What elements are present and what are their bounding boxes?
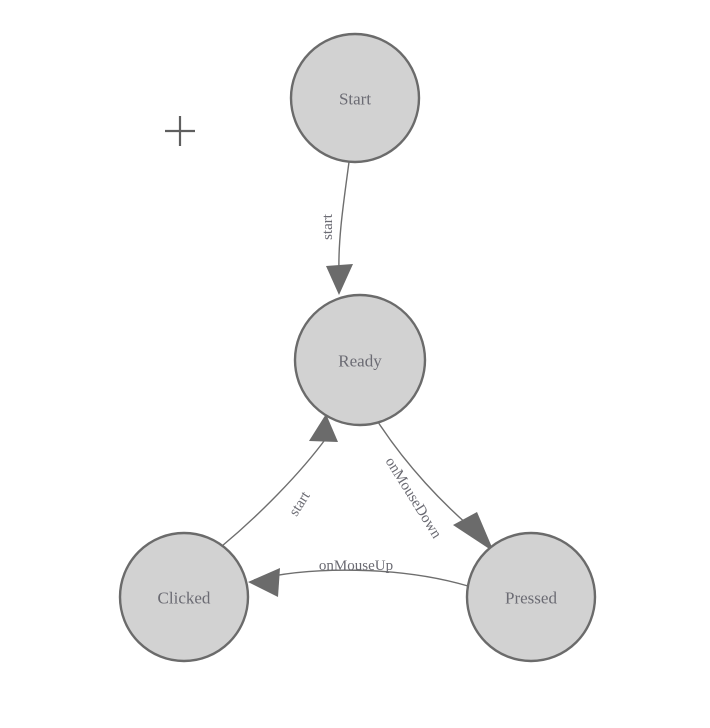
node-start[interactable]: Start — [289, 32, 421, 164]
node-ready[interactable]: Ready — [293, 293, 427, 427]
edge-pressed-to-clicked[interactable]: onMouseUp — [248, 558, 469, 597]
edge-start-to-ready-path — [338, 161, 350, 273]
arrowhead-into-ready-from-start — [326, 264, 353, 295]
edge-start-to-ready[interactable]: start — [320, 161, 353, 295]
plus-icon[interactable] — [165, 116, 195, 146]
arrowhead-into-pressed — [453, 512, 494, 552]
node-pressed[interactable]: Pressed — [465, 531, 597, 663]
node-clicked-label: Clicked — [158, 589, 211, 608]
edge-label-pressed-to-clicked: onMouseUp — [319, 558, 393, 574]
edge-clicked-to-ready-path — [221, 436, 328, 547]
node-start-circle — [289, 32, 421, 164]
node-ready-circle — [293, 293, 427, 427]
node-pressed-label: Pressed — [505, 589, 557, 608]
node-ready-label: Ready — [338, 352, 382, 371]
node-pressed-circle — [465, 531, 597, 663]
edge-label-start-to-ready: start — [320, 213, 336, 240]
node-start-label: Start — [339, 90, 371, 109]
arrowhead-into-clicked — [248, 568, 280, 597]
node-clicked[interactable]: Clicked — [118, 531, 250, 663]
node-clicked-circle — [118, 531, 250, 663]
arrowhead-into-ready-from-clicked — [309, 414, 338, 442]
